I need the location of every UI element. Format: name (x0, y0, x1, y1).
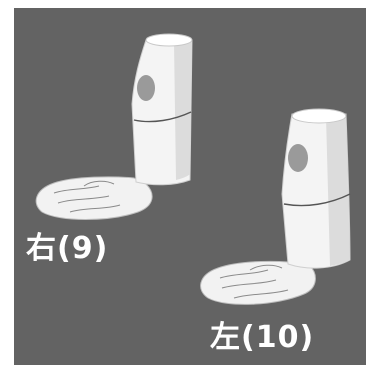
right-paper-foot (35, 33, 193, 220)
right-ankle-circle (137, 75, 155, 101)
left-paper-foot (200, 108, 351, 305)
illustration-panel: 右(9) 左(10) (14, 8, 366, 365)
right-foot-label: 右(9) (26, 231, 109, 266)
left-foot-label: 左(10) (210, 320, 315, 355)
right-leg-top-opening (145, 33, 193, 47)
paper-feet-illustration (35, 33, 351, 305)
left-ankle-circle (288, 144, 308, 172)
left-leg-top-opening (291, 108, 347, 124)
